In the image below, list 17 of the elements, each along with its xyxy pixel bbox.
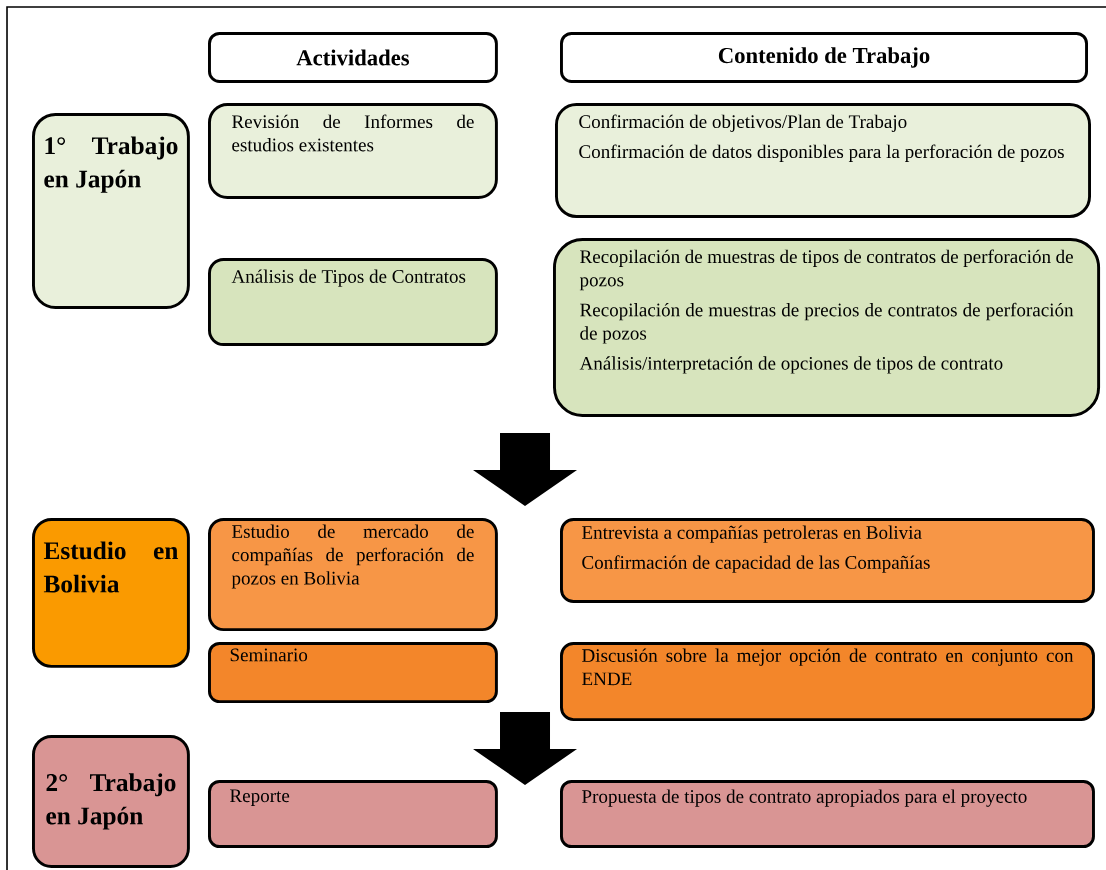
activity-box: Estudio de mercado de compañías de perforación de pozos en Bolivia [208,518,498,632]
phase-box: 2° Trabajo en Japón [32,735,190,868]
content-box: Entrevista a compañías petroleras en Bolivia Confirmación de capacidad de las Compañías [560,518,1095,603]
phase-box: 1° Trabajo en Japón [32,113,190,309]
column-header: Contenido de Trabajo [560,32,1088,83]
activity-box: Reporte [208,780,498,848]
content-box: Recopilación de muestras de tipos de contratos de perforación de pozos Recopilación de muestras de precios de contratos de perforación de pozos Análisis/interpretación de opciones de tipos de contrato [553,238,1101,417]
block-arrow [473,712,577,785]
block-arrow [473,433,577,506]
activity-box: Análisis de Tipos de Contratos [208,258,498,346]
content-box: Propuesta de tipos de contrato apropiados para el proyecto [560,780,1095,848]
column-header: Actividades [208,32,498,83]
activity-box: Revisión de Informes de estudios existentes [208,103,498,199]
content-box: Confirmación de objetivos/Plan de Trabajo Confirmación de datos disponibles para la perforación de pozos [555,103,1091,218]
phase-box: Estudio en Bolivia [32,518,190,668]
activity-box: Seminario [208,642,498,704]
content-box: Discusión sobre la mejor opción de contrato en conjunto con ENDE [560,642,1095,722]
